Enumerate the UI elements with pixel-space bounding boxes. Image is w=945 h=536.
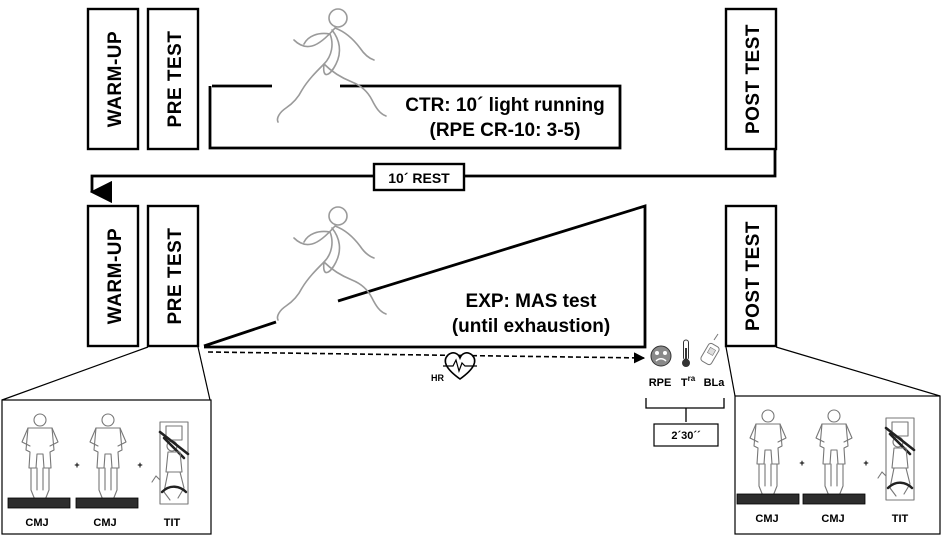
force-plate-icon	[75, 497, 139, 509]
pretest-label-1: CMJ	[25, 517, 48, 529]
ctr-runner-icon	[276, 8, 387, 123]
pretest-label-2: CMJ	[93, 517, 116, 529]
rest-label: 10´ REST	[388, 170, 450, 186]
exp-warmup-box	[86, 204, 140, 348]
exp-intensity-ramp	[203, 204, 647, 349]
exp-warmup-label: WARM-UP	[105, 228, 126, 324]
temperature-superscript: ra	[688, 374, 696, 383]
test-separator: +	[863, 458, 868, 468]
exp-pretest-label: PRE TEST	[165, 228, 186, 325]
hr-monitoring-arrow	[207, 351, 646, 364]
ctr-condition-line1: CTR: 10´ light running	[405, 95, 604, 116]
ctr-posttest-label: POST TEST	[743, 24, 764, 134]
bla-label: BLa	[704, 377, 726, 389]
exp-condition-line1: EXP: MAS test	[466, 291, 598, 312]
test-separator: +	[799, 458, 804, 468]
ctr-warmup-box	[86, 7, 140, 151]
heart-rate-icon	[443, 352, 477, 380]
pretest-zoom-lines	[1, 346, 211, 401]
thermometer-icon	[682, 339, 690, 367]
interval-label: 2´30´´	[671, 430, 701, 442]
temperature-prefix: T	[681, 377, 688, 389]
exp-runner-icon	[276, 206, 387, 321]
ctr-intensity-profile	[208, 84, 622, 150]
pretest-detail-box	[1, 399, 212, 535]
exp-posttest-box	[724, 204, 778, 348]
ctr-pretest-box	[146, 7, 200, 151]
pretest-label-3: TIT	[164, 517, 181, 529]
force-plate-icon	[802, 493, 866, 505]
ctr-warmup-label: WARM-UP	[105, 31, 126, 127]
hr-label: HR	[431, 373, 444, 383]
ctr-pretest-label: PRE TEST	[165, 31, 186, 128]
face-icon	[650, 345, 672, 367]
rest-box	[372, 162, 466, 192]
posttest-zoom-lines	[725, 346, 941, 397]
posttest-label-2: CMJ	[821, 513, 844, 525]
exp-posttest-label: POST TEST	[743, 221, 764, 331]
test-separator: +	[137, 460, 142, 470]
test-separator: +	[74, 460, 79, 470]
ctr-condition-line2: (RPE CR-10: 3-5)	[430, 120, 581, 141]
lactate-meter-icon	[700, 333, 720, 366]
ctr-posttest-box	[724, 7, 778, 151]
force-plate-icon	[736, 493, 800, 505]
measures-bracket	[645, 398, 725, 422]
exp-pretest-box	[146, 204, 200, 348]
posttest-label-3: TIT	[892, 513, 909, 525]
interval-box	[653, 423, 719, 447]
temperature-label: Tra	[681, 374, 696, 389]
rpe-label: RPE	[649, 377, 672, 389]
exp-condition-line2: (until exhaustion)	[452, 316, 610, 337]
force-plate-icon	[7, 497, 71, 509]
posttest-label-1: CMJ	[755, 513, 778, 525]
